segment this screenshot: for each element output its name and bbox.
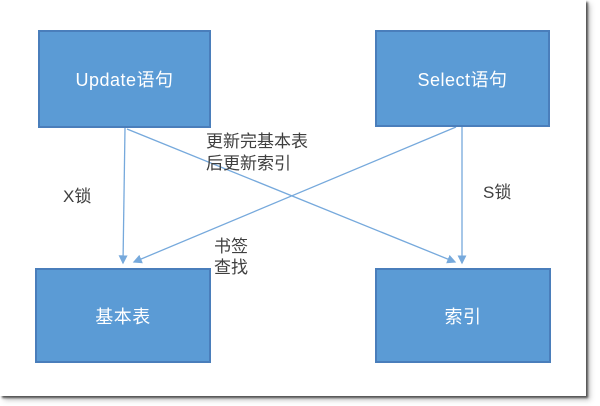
node-index-label: 索引 bbox=[444, 306, 482, 327]
node-update-statement: Update语句 bbox=[38, 30, 211, 128]
edge-label-update-index-note: 更新完基本表 后更新索引 bbox=[206, 132, 308, 173]
node-base-table: 基本表 bbox=[35, 268, 211, 363]
node-select-statement-label: Select语句 bbox=[417, 69, 508, 90]
connector-layer bbox=[118, 126, 467, 265]
node-update-statement-label: Update语句 bbox=[75, 70, 174, 90]
edge-label-s-lock: S锁 bbox=[483, 183, 512, 202]
node-select-statement: Select语句 bbox=[375, 30, 550, 127]
edge-label-x-lock: X锁 bbox=[63, 187, 92, 206]
arrow-update-to-base-table bbox=[118, 127, 128, 265]
node-index: 索引 bbox=[375, 268, 551, 363]
diagram-canvas: Update语句 Select语句 基本表 索引 X锁 更新完基本表 后更新索引… bbox=[35, 30, 551, 363]
node-base-table-label: 基本表 bbox=[95, 306, 151, 327]
edge-label-bookmark-lookup: 书签 查找 bbox=[214, 237, 248, 277]
arrow-select-to-base-table bbox=[132, 126, 457, 264]
